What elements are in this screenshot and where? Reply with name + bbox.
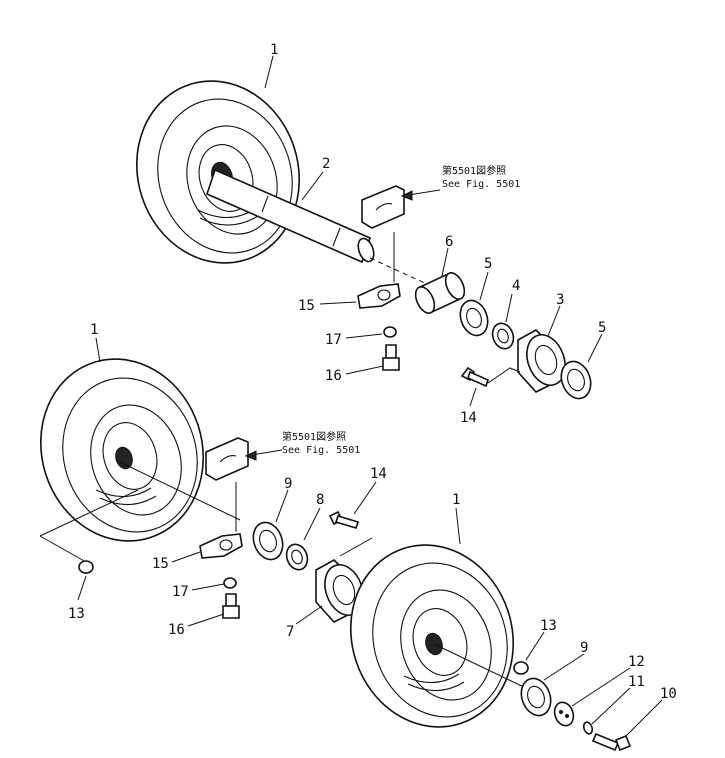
- collar-top: [414, 272, 466, 314]
- cap-top: [361, 185, 405, 282]
- callout-bracket-left: 15: [152, 556, 169, 572]
- hub-bolt-left: [328, 510, 373, 557]
- callout-bearing-right: 9: [580, 640, 588, 656]
- callout-bolt-top: 16: [325, 368, 342, 384]
- callout-wheel-right: 1: [452, 492, 460, 508]
- bearing-top-a: [459, 299, 489, 337]
- callout-bearing-a: 5: [484, 256, 492, 272]
- callout-collar: 6: [445, 234, 453, 250]
- bearing-left: [252, 521, 284, 561]
- callout-hub: 3: [556, 292, 564, 308]
- callout-plate: 12: [628, 654, 645, 670]
- callout-hub-bolt-left: 14: [370, 466, 387, 482]
- callout-wheel-left: 1: [90, 322, 98, 338]
- reference-top-en: See Fig. 5501: [442, 179, 520, 190]
- callout-axle: 2: [322, 156, 330, 172]
- wheel-right: [349, 544, 531, 728]
- bolt-top: [382, 344, 400, 371]
- hub-top: [517, 329, 566, 393]
- axle-shaft: [206, 168, 441, 291]
- bolt-left: [222, 593, 240, 619]
- wheel-left: [39, 358, 241, 563]
- bolt-right: [591, 732, 632, 752]
- callout-nut-right: 13: [540, 618, 557, 634]
- callout-bracket-top: 15: [298, 298, 315, 314]
- bearing-top-b: [560, 360, 592, 400]
- callout-bolt-left: 16: [168, 622, 185, 638]
- plate-right: [553, 701, 575, 727]
- callout-hub-left: 7: [286, 624, 294, 640]
- callout-seal: 4: [512, 278, 520, 294]
- cap-left: [205, 437, 249, 532]
- callout-washer-left: 17: [172, 584, 189, 600]
- reference-bottom-en: See Fig. 5501: [282, 445, 360, 456]
- callout-bearing-b: 5: [598, 320, 606, 336]
- callout-washer-top: 17: [325, 332, 342, 348]
- callout-bearing-left: 9: [284, 476, 292, 492]
- seal-top: [491, 322, 515, 350]
- reference-arrow-bottom: [244, 449, 283, 461]
- bracket-top: [357, 283, 401, 309]
- reference-bottom-jp: 第5501図参照: [282, 430, 346, 443]
- leader-lines: [77, 55, 663, 737]
- nut-left: [78, 560, 94, 574]
- callout-seal-left: 8: [316, 492, 324, 508]
- hub-bolt-top: [460, 366, 521, 388]
- bracket-left: [199, 533, 243, 559]
- callout-nut-left: 13: [68, 606, 85, 622]
- washer-left: [223, 577, 237, 589]
- nut-right: [513, 661, 529, 675]
- washer-right: [582, 721, 594, 735]
- reference-top-jp: 第5501図参照: [442, 164, 506, 177]
- washer-top: [383, 326, 397, 338]
- bearing-right: [520, 677, 552, 717]
- callout-washer-right: 11: [628, 674, 645, 690]
- reference-arrow-top: [400, 189, 441, 201]
- callout-hub-bolt-top: 14: [460, 410, 477, 426]
- callout-bolt-right: 10: [660, 686, 677, 702]
- seal-left: [285, 543, 309, 571]
- callout-wheel-top: 1: [270, 42, 278, 58]
